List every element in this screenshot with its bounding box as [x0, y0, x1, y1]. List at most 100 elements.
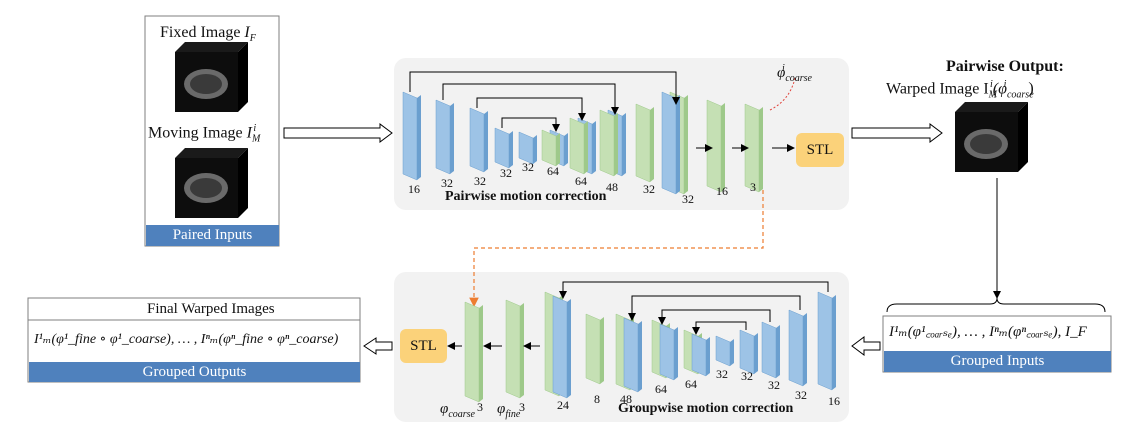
group-layer-5-b-side: [638, 321, 642, 392]
group-channel-11: 32: [795, 388, 807, 402]
pairwise-layers: [402, 71, 795, 195]
group-layer-9-side: [754, 333, 758, 374]
group-layer-4-side: [600, 317, 604, 384]
group-layer-11: [788, 309, 804, 387]
group-channel-8: 32: [716, 367, 728, 381]
group-layer-2-side: [520, 303, 524, 398]
pair-layer-3-side: [484, 111, 488, 172]
pair-channel-12: 3: [750, 180, 756, 194]
input-to-pairwise-arrow: [283, 123, 393, 143]
group-channel-12: 16: [828, 394, 840, 408]
pair-layer-6: [541, 129, 557, 167]
pair-skip-1: [409, 71, 680, 105]
grouped-inputs-formula: I¹ₘ(φ¹꜀ₒₐᵣₛₑ), … , Iⁿₘ(φⁿ꜀ₒₐᵣₛₑ), I_F: [889, 324, 1087, 340]
pair-skip-2: [442, 83, 619, 115]
pair-channel-7: 64: [575, 174, 587, 188]
grouped-outputs-title: Final Warped Images: [147, 301, 275, 317]
group-skip-4: [692, 321, 747, 335]
pair-layer-6-b-side: [564, 133, 568, 166]
pair-layer-10: [661, 91, 677, 195]
moving-image-cube: [175, 148, 248, 218]
fixed-image-label: Fixed Image IF: [160, 24, 256, 45]
group-channel-1: 3: [477, 400, 483, 414]
phi-pointer: [769, 77, 796, 111]
group-layer-3-b-side: [567, 299, 571, 398]
group-layer-1-side: [479, 305, 483, 402]
group-layer-8-side: [730, 339, 734, 366]
pair-channel-9: 32: [643, 182, 655, 196]
pair-layer-1: [402, 91, 418, 181]
pair-layer-9-side: [650, 107, 654, 182]
pair-layer-8-side: [614, 113, 618, 176]
groupwise-stl-block: STL: [400, 329, 447, 363]
pair-layer-8-b-side: [622, 113, 626, 176]
group-layer-3-b: [552, 295, 568, 399]
pair-channel-6: 64: [547, 164, 559, 178]
group-skip-3: [658, 309, 771, 325]
pair-layer-11-side: [721, 103, 725, 192]
group-layer-6-b-side: [674, 327, 678, 380]
pair-layer-4-side: [509, 131, 513, 168]
pair-layer-7: [569, 117, 585, 175]
pair-channel-10: 32: [682, 192, 694, 206]
pair-layer-9: [635, 103, 651, 183]
pair-channel-5: 32: [522, 160, 534, 174]
pair-layer-2: [435, 99, 451, 175]
group-channel-3: 24: [557, 398, 569, 412]
group-layer-11-side: [803, 313, 807, 386]
pair-layer-10-side: [676, 95, 680, 194]
group-layer-7-b-side: [706, 337, 710, 376]
group-layer-1: [464, 301, 480, 403]
pairwise-title: Pairwise motion correction: [445, 189, 607, 204]
pair-skip-4: [501, 117, 560, 132]
pair-channel-11: 16: [716, 184, 728, 198]
groupwise-layers: [447, 281, 836, 403]
groupwise-to-output-arrow: [363, 337, 393, 355]
pair-layer-2-side: [450, 103, 454, 174]
pairwise-output-title: Pairwise Output:: [946, 58, 1064, 75]
pair-layer-1-side: [417, 95, 421, 180]
group-layer-2: [505, 299, 521, 399]
group-layer-7-b: [691, 333, 707, 377]
pair-channel-4: 32: [500, 166, 512, 180]
fixed-image-cube: [175, 42, 248, 112]
pair-layer-7-side: [584, 121, 588, 174]
phi-coarse-connector: [469, 190, 764, 308]
pairwise-output-line: Warped Image IMi(φcoarsei): [886, 79, 1034, 101]
pair-layer-4: [494, 127, 510, 169]
group-layer-4: [585, 313, 601, 385]
pairwise-to-output-arrow: [851, 123, 943, 143]
group-channel-2: 3: [519, 400, 525, 414]
group-channel-4: 8: [594, 392, 600, 406]
group-layer-10: [761, 321, 777, 379]
group-layer-5-b: [623, 317, 639, 393]
group-skip-1: [559, 281, 829, 299]
groupwise-title: Groupwise motion correction: [618, 401, 794, 416]
phi-coarse-i-label: φcoarsei: [777, 63, 812, 84]
group-skip-2: [628, 295, 801, 321]
grouped-outputs-formula: I¹ₘ(φ¹_fine ∘ φ¹_coarse), … , Iⁿₘ(φⁿ_fin…: [34, 332, 339, 347]
warped-image-cube: [955, 102, 1028, 172]
pair-channel-2: 32: [441, 176, 453, 190]
grouped-inputs-caption: Grouped Inputs: [884, 351, 1111, 372]
pair-channel-1: 16: [408, 182, 420, 196]
phi-coarse-label: φcoarse: [440, 401, 475, 420]
group-channel-9: 32: [741, 369, 753, 383]
pair-layer-8: [599, 109, 615, 177]
moving-image-label: Moving Image IMi: [148, 123, 261, 145]
grouped-outputs-caption: Grouped Outputs: [29, 362, 360, 382]
group-layer-6-b: [659, 323, 675, 381]
pair-channel-8: 48: [606, 180, 618, 194]
grouped-brace: [886, 297, 1106, 313]
pair-layer-7-b-side: [592, 121, 596, 174]
group-channel-7: 64: [685, 377, 697, 391]
group-channel-6: 64: [655, 382, 667, 396]
group-channel-10: 32: [768, 378, 780, 392]
phi-fine-label: φfine: [497, 401, 521, 420]
pair-layer-10-b-side: [684, 95, 688, 194]
pairwise-stl-block: STL: [796, 133, 844, 167]
grouped-to-groupwise-arrow: [851, 336, 881, 356]
paired-inputs-caption: Paired Inputs: [146, 225, 279, 246]
group-layer-12-side: [832, 295, 836, 390]
pair-layer-11: [706, 99, 722, 193]
